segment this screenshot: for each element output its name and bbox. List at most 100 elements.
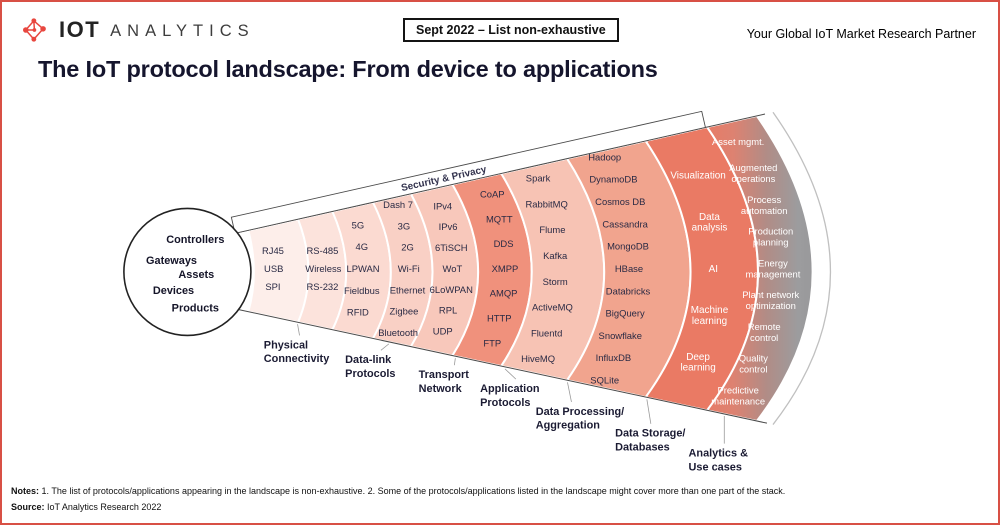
protocol-hbase: HBase bbox=[615, 263, 643, 274]
security-privacy-band bbox=[230, 110, 706, 234]
protocol-activemq: ActiveMQ bbox=[532, 302, 573, 313]
tspan: Zigbee bbox=[390, 306, 419, 317]
tspan: Hadoop bbox=[588, 151, 621, 162]
hub-item-controllers: Controllers bbox=[166, 234, 224, 246]
tspan: LPWAN bbox=[346, 263, 379, 274]
protocol-databricks: Databricks bbox=[606, 285, 651, 296]
notes-line: Notes: 1. The list of protocols/applicat… bbox=[11, 486, 785, 496]
protocol-visualization: Visualization bbox=[670, 171, 725, 182]
tspan: Ethernet bbox=[390, 284, 426, 295]
protocol-rpl: RPL bbox=[439, 305, 457, 316]
tspan: Wireless bbox=[305, 263, 341, 274]
tspan: MQTT bbox=[486, 213, 513, 224]
tspan: Cassandra bbox=[602, 218, 648, 229]
protocol-fluentd: Fluentd bbox=[531, 327, 562, 338]
protocol-ethernet: Ethernet bbox=[390, 284, 426, 295]
tspan: 2G bbox=[401, 242, 414, 253]
tspan: Application bbox=[480, 383, 539, 395]
tspan: CoAP bbox=[480, 188, 505, 199]
protocol-hadoop: Hadoop bbox=[588, 151, 621, 162]
tspan: learning bbox=[680, 363, 715, 374]
protocol-rs-485: RS-485 bbox=[307, 245, 339, 256]
stage-leader-line bbox=[504, 368, 517, 380]
tspan: Data Processing/ bbox=[536, 406, 625, 418]
protocol-hivemq: HiveMQ bbox=[521, 353, 555, 364]
protocol-coap: CoAP bbox=[480, 188, 505, 199]
protocol-zigbee: Zigbee bbox=[390, 306, 419, 317]
tspan: Data Storage/ bbox=[615, 428, 685, 440]
tspan: Asset mgmt. bbox=[712, 136, 764, 147]
logo-text-iot: IOT bbox=[59, 17, 101, 42]
protocol-influxdb: InfluxDB bbox=[596, 352, 632, 363]
tspan: Process bbox=[747, 194, 781, 205]
protocol-3g: 3G bbox=[398, 220, 411, 231]
protocol-ipv6: IPv6 bbox=[439, 221, 458, 232]
tspan: DDS bbox=[494, 238, 514, 249]
tspan: Protocols bbox=[345, 368, 395, 380]
protocol-snowflake: Snowflake bbox=[599, 330, 642, 341]
outer-rim-outline bbox=[772, 111, 832, 425]
tspan: IPv6 bbox=[439, 221, 458, 232]
tspan: Fieldbus bbox=[344, 285, 380, 296]
tspan: 3G bbox=[398, 220, 411, 231]
tspan: 4G bbox=[355, 241, 368, 252]
protocol-xmpp: XMPP bbox=[492, 263, 519, 274]
tspan: FTP bbox=[483, 337, 501, 348]
protocol-mongodb: MongoDB bbox=[607, 241, 649, 252]
tspan: Data-link bbox=[345, 354, 392, 366]
protocol-mqtt: MQTT bbox=[486, 213, 513, 224]
protocol-spi: SPI bbox=[265, 281, 280, 292]
stage-leader-line bbox=[380, 343, 390, 351]
tspan: AMQP bbox=[490, 288, 518, 299]
protocol-dash-7: Dash 7 bbox=[383, 199, 413, 210]
tspan: Remote bbox=[748, 321, 781, 332]
protocol-lpwan: LPWAN bbox=[346, 263, 379, 274]
tspan: Aggregation bbox=[536, 420, 600, 432]
protocol-rs-232: RS-232 bbox=[307, 281, 339, 292]
source-label: Source: bbox=[11, 502, 45, 512]
tspan: Snowflake bbox=[599, 330, 642, 341]
tspan: Data bbox=[699, 212, 720, 223]
tspan: Storm bbox=[543, 276, 568, 287]
tspan: Deep bbox=[686, 352, 710, 363]
tspan: Connectivity bbox=[264, 353, 329, 365]
tspan: Plant network bbox=[742, 289, 799, 300]
tspan: Quality bbox=[739, 353, 769, 364]
notes-text: 1. The list of protocols/applications ap… bbox=[41, 486, 786, 496]
stage-leader-line bbox=[453, 358, 456, 366]
stage-leader-line bbox=[567, 382, 572, 403]
tspan: BigQuery bbox=[606, 308, 646, 319]
protocol-kafka: Kafka bbox=[543, 250, 568, 261]
protocol-http: HTTP bbox=[487, 313, 512, 324]
protocol-udp: UDP bbox=[433, 325, 453, 336]
tspan: SPI bbox=[265, 281, 280, 292]
protocol-wi-fi: Wi-Fi bbox=[398, 263, 420, 274]
protocol-cosmos-db: Cosmos DB bbox=[595, 196, 645, 207]
tspan: RS-485 bbox=[307, 245, 339, 256]
stage-label-analytics-use-cases: Analytics &Use cases bbox=[689, 448, 749, 474]
date-badge: Sept 2022 – List non-exhaustive bbox=[403, 18, 619, 42]
protocol-bluetooth: Bluetooth bbox=[378, 327, 418, 338]
tspan: 5G bbox=[352, 219, 365, 230]
tspan: XMPP bbox=[492, 263, 519, 274]
tspan: control bbox=[739, 364, 767, 375]
tspan: Wi-Fi bbox=[398, 263, 420, 274]
tspan: SQLite bbox=[590, 375, 619, 386]
tspan: USB bbox=[264, 263, 283, 274]
protocol-ftp: FTP bbox=[483, 337, 501, 348]
protocol-rfid: RFID bbox=[347, 307, 369, 318]
tspan: HiveMQ bbox=[521, 353, 555, 364]
stage-label-data-storage-databases: Data Storage/Databases bbox=[615, 428, 685, 454]
tspan: Flume bbox=[539, 224, 565, 235]
tspan: learning bbox=[692, 316, 727, 327]
protocol-wireless: Wireless bbox=[305, 263, 341, 274]
tspan: optimization bbox=[746, 300, 796, 311]
tspan: Energy bbox=[758, 257, 788, 268]
